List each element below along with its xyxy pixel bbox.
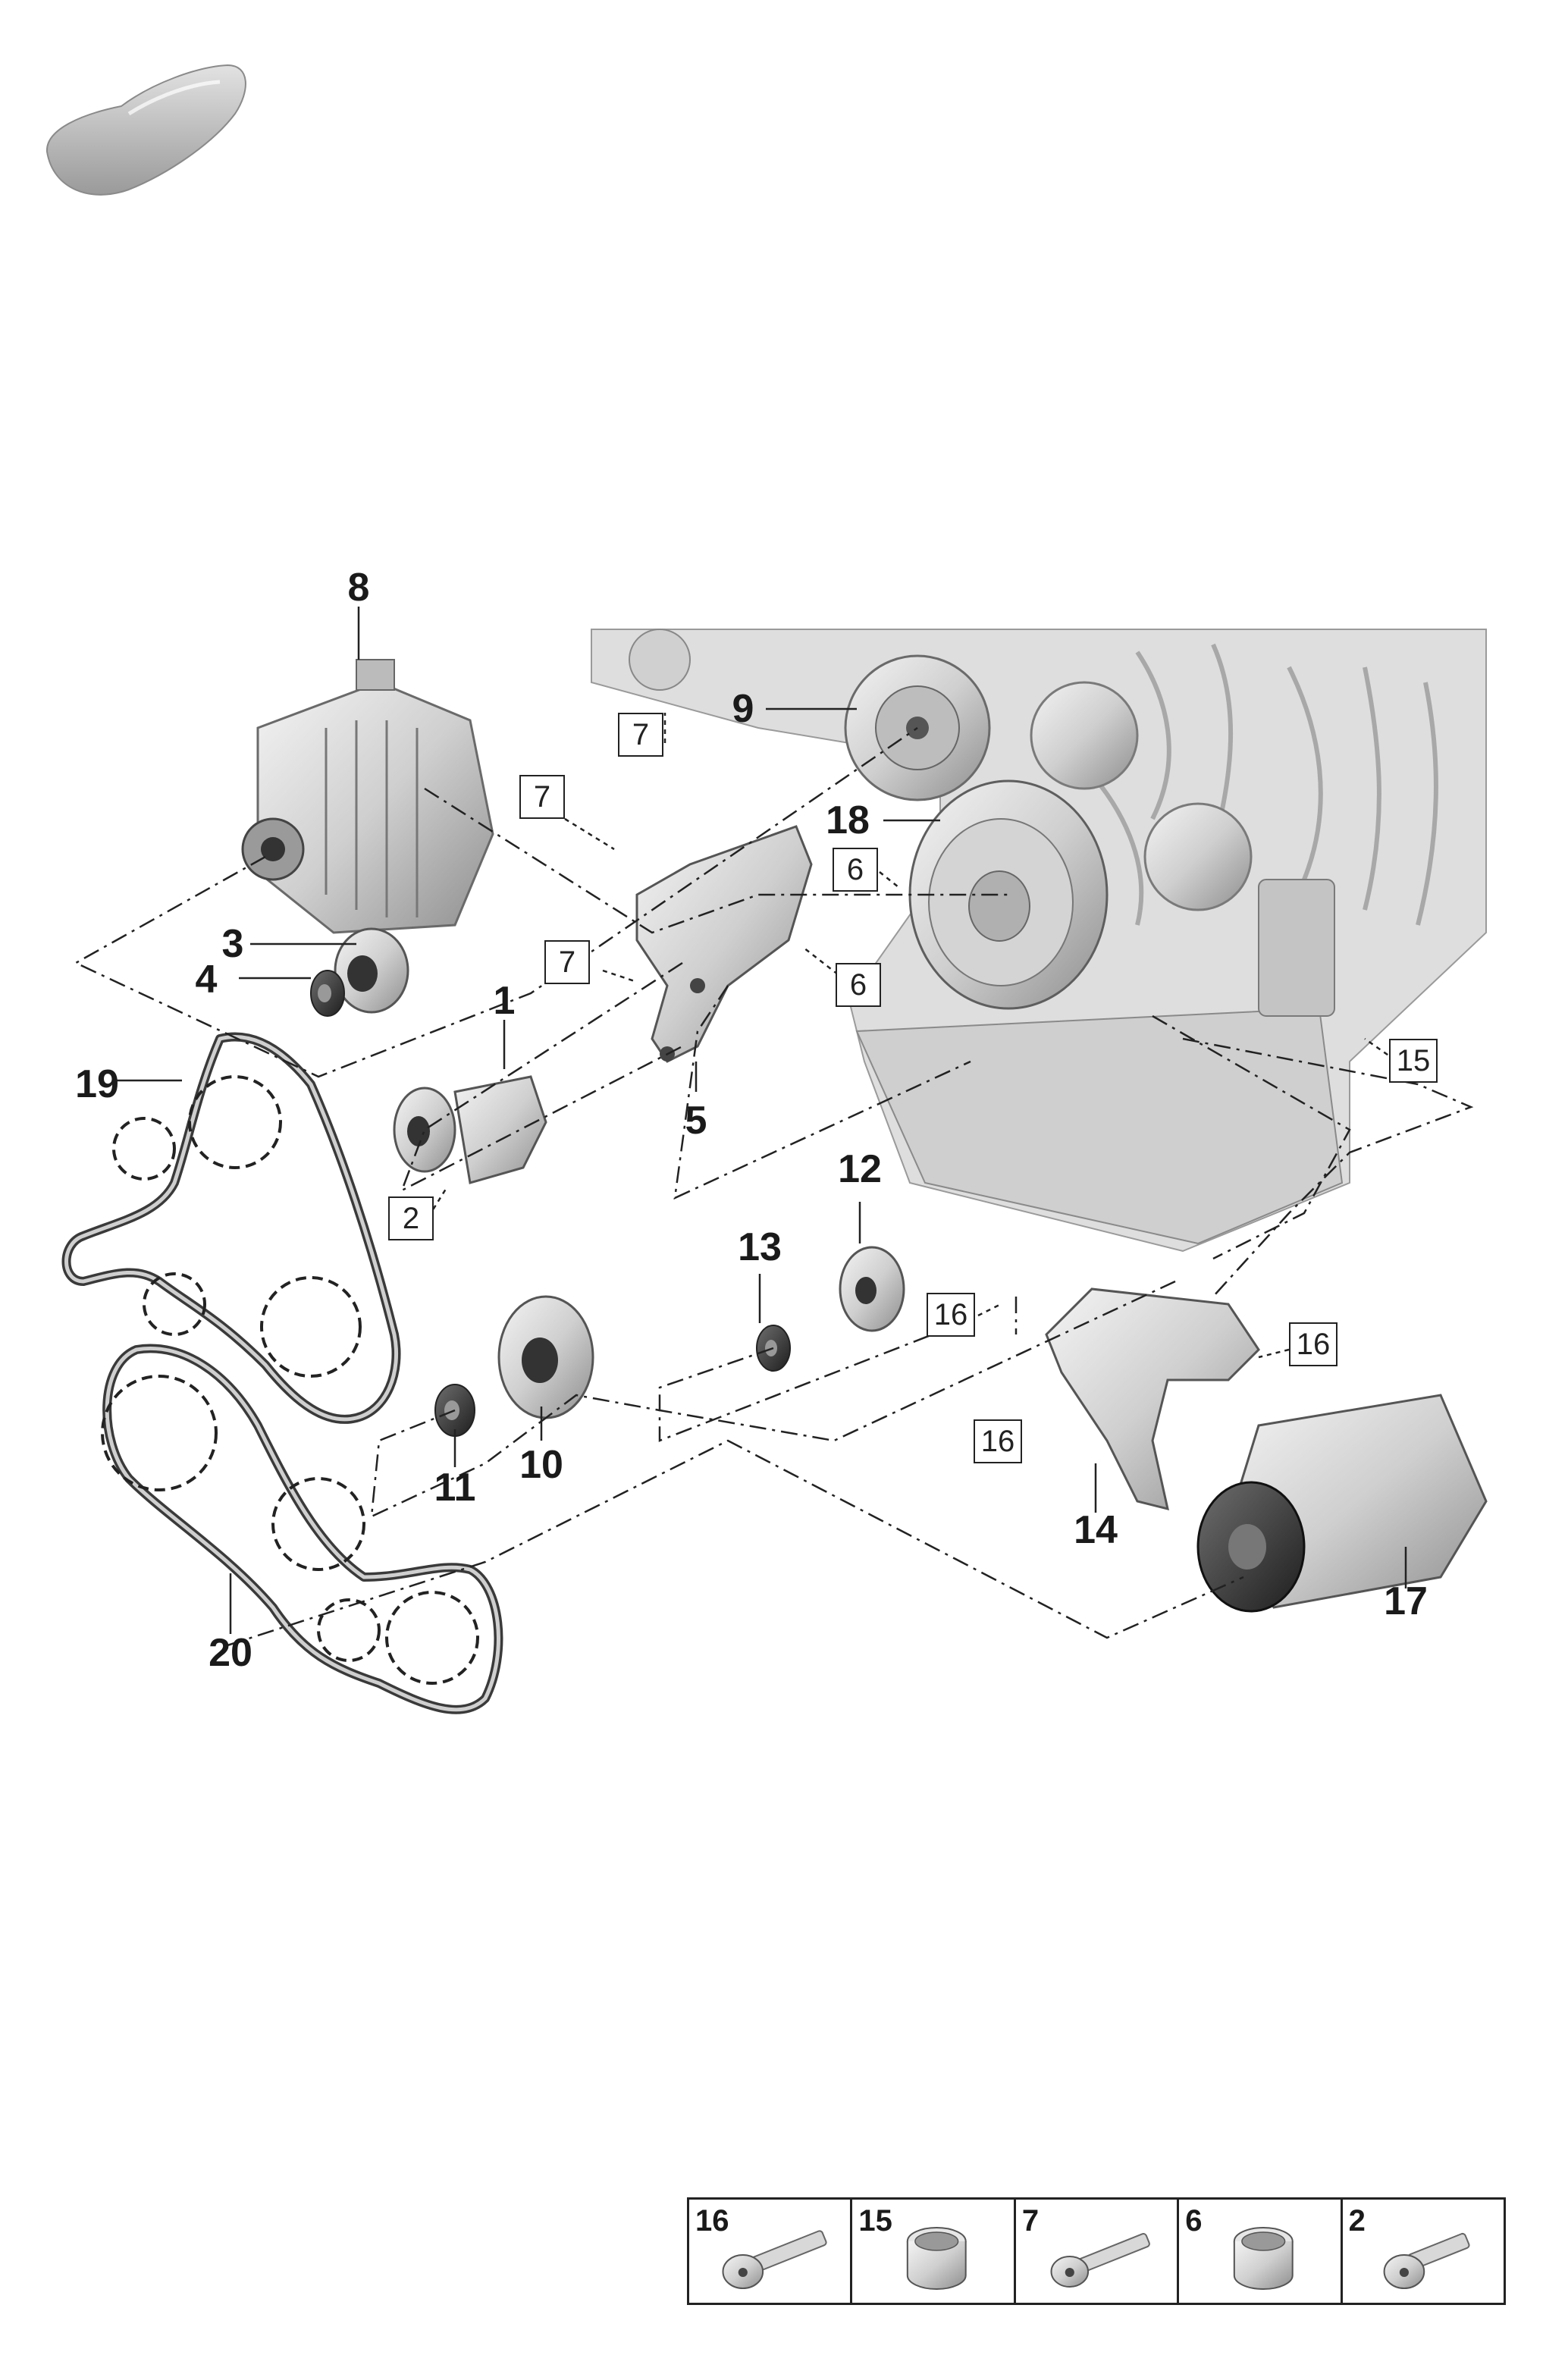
callout-20: 20 [209,1631,252,1675]
boxed-ref-7-c: 7 [544,940,590,984]
idler-pulley-10 [497,1295,594,1419]
boxed-ref-7-a: 7 [618,713,663,757]
belt-tensioner [393,1075,547,1184]
legend-item-15: 15 [852,2200,1016,2303]
idler-pulley-3 [334,927,409,1014]
callout-8: 8 [347,566,370,610]
bolt-icon [722,2230,827,2289]
boxed-ref-pointers [427,713,1396,1359]
sleeve-icon [907,2227,967,2290]
leader-lines [114,607,1407,1634]
drive-belt-20 [102,1344,503,1714]
legend-label: 7 [1021,2204,1040,2238]
boxed-ref-16-b: 16 [1289,1322,1338,1366]
legend-item-16: 16 [689,2200,853,2303]
compressor-bracket-14 [1045,1287,1260,1511]
legend-label: 16 [695,2204,729,2238]
callout-1: 1 [493,979,516,1023]
legend-item-2: 2 [1343,2200,1504,2303]
drive-belt-19 [61,1032,401,1424]
pulley-position-markers [101,1075,479,1685]
alternator [241,659,494,934]
car-silhouette-icon [45,64,246,196]
legend-label: 15 [858,2204,892,2238]
fastener-legend: 16 15 7 6 2 [687,2197,1506,2305]
callout-13: 13 [738,1225,782,1269]
boxed-ref-16-a: 16 [927,1293,975,1337]
assembly-guide-lines [74,726,1474,1647]
callout-9: 9 [732,687,754,731]
boxed-ref-7-b: 7 [519,775,565,819]
sleeve-icon [1234,2227,1294,2290]
legend-item-7: 7 [1016,2200,1180,2303]
callout-3: 3 [221,922,244,966]
callout-10: 10 [519,1443,563,1487]
callout-4: 4 [195,958,218,1002]
boxed-ref-6-b: 6 [836,963,881,1007]
legend-label: 2 [1348,2204,1366,2238]
callout-18: 18 [826,798,870,842]
callout-12: 12 [838,1147,882,1191]
boxed-ref-16-c: 16 [974,1419,1022,1463]
boxed-ref-6-a: 6 [833,848,878,892]
seal-4 [310,970,345,1017]
callout-17: 17 [1384,1579,1428,1623]
boxed-ref-15: 15 [1389,1039,1438,1083]
bolt-icon [1050,2233,1150,2288]
ac-compressor [1196,1394,1488,1613]
callout-19: 19 [75,1062,119,1106]
callout-5: 5 [685,1099,707,1143]
legend-label: 6 [1185,2204,1203,2238]
mounting-bracket-5 [635,825,813,1063]
idler-pulley-12 [839,1246,905,1332]
callout-11: 11 [434,1466,476,1510]
callout-14: 14 [1074,1508,1118,1552]
bolt-icon [1383,2232,1470,2289]
legend-item-6: 6 [1179,2200,1343,2303]
boxed-ref-2: 2 [388,1196,434,1240]
